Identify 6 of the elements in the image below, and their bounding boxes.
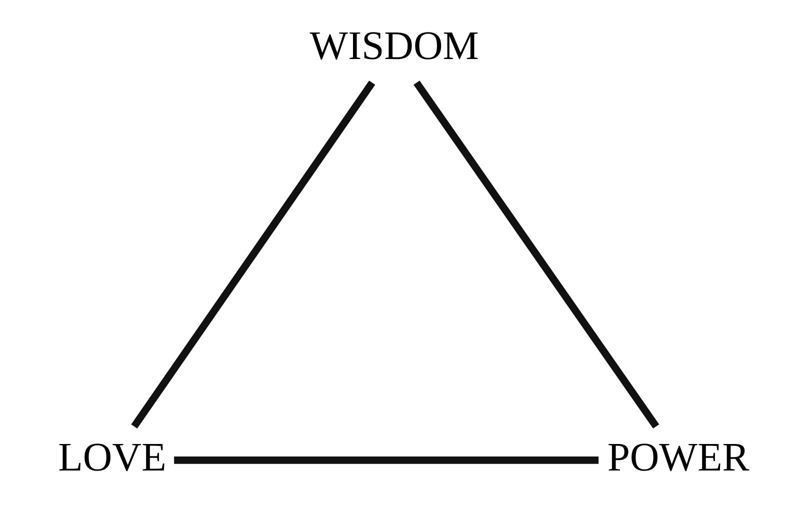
connector (414, 80, 660, 429)
connector (174, 456, 599, 464)
node-text: POWER (607, 434, 750, 480)
connector (131, 80, 376, 429)
node-text: LOVE (58, 434, 166, 480)
node-text: WISDOM (310, 23, 479, 68)
